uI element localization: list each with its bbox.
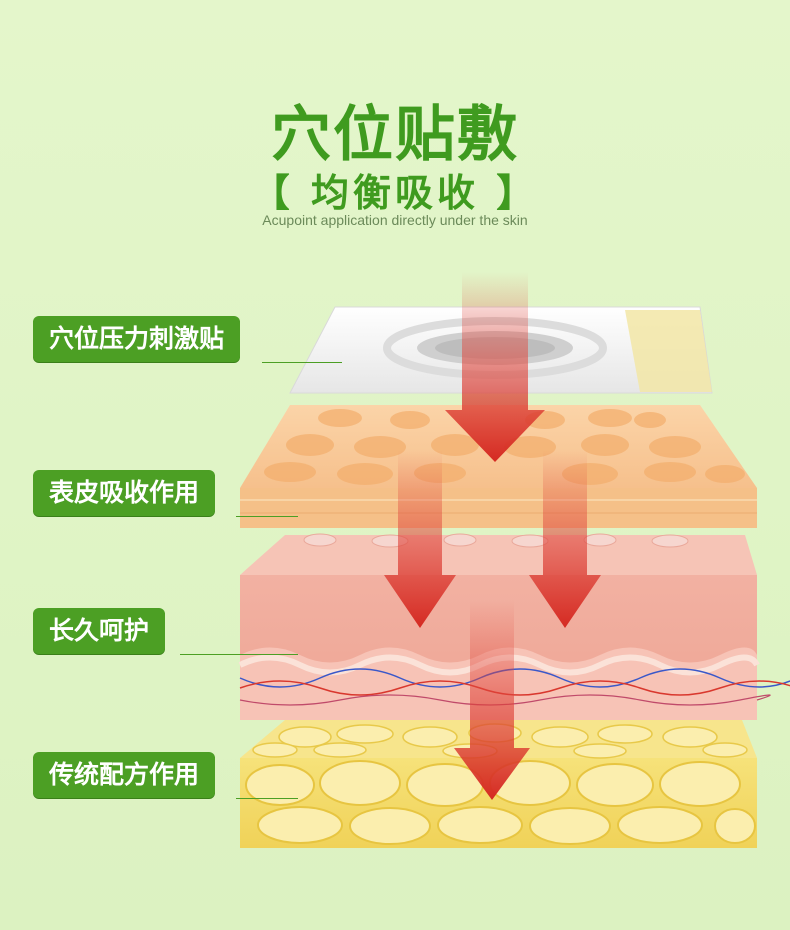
arrow-down-icon [454, 600, 530, 800]
label-formula: 传统配方作用 [33, 752, 216, 798]
arrow-down-icon [445, 272, 545, 462]
page-title: 穴位贴敷 [271, 100, 519, 170]
leader-line [180, 654, 298, 655]
arrow-down-icon [384, 450, 456, 628]
label-patch: 穴位压力刺激贴 [33, 316, 241, 362]
dermis-layer [238, 533, 790, 720]
label-care: 长久呵护 [33, 608, 166, 654]
english-subtitle: Acupoint application directly under the … [262, 212, 528, 228]
leader-line [262, 362, 342, 363]
leader-line [236, 798, 298, 799]
label-epidermis: 表皮吸收作用 [33, 470, 216, 516]
arrow-down-icon [529, 450, 601, 628]
penetration-arrows [384, 272, 601, 800]
page-subtitle: 【 均衡吸收 】 [251, 171, 539, 215]
leader-line [236, 516, 298, 517]
